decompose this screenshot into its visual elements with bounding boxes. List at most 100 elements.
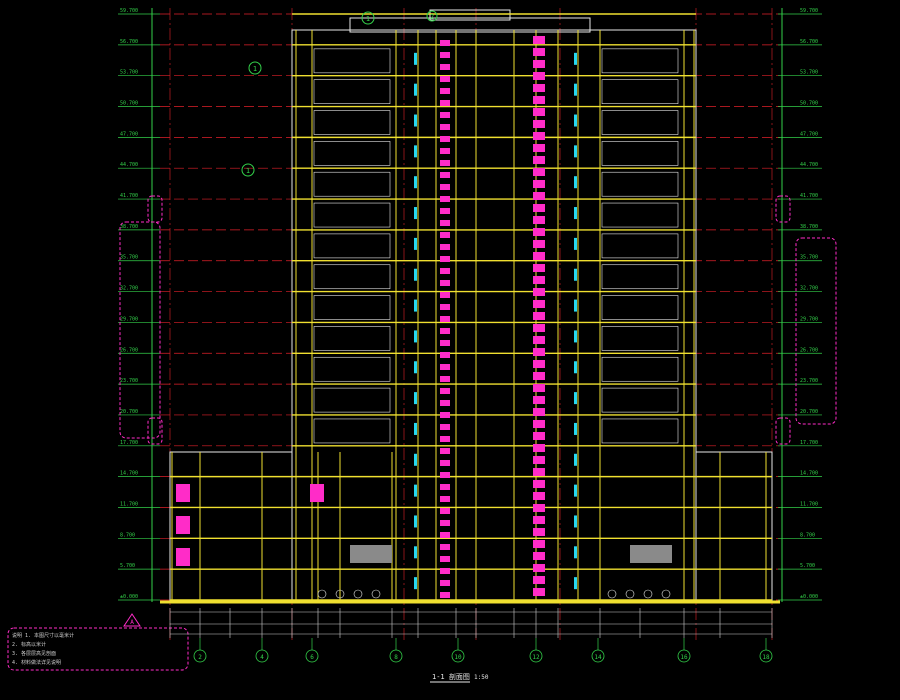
stair-flight bbox=[440, 376, 450, 382]
stair-flight bbox=[533, 180, 545, 188]
stair-flight bbox=[440, 316, 450, 322]
window-opening bbox=[574, 422, 577, 435]
axis-bubble bbox=[759, 649, 773, 663]
stair-flight bbox=[533, 360, 545, 368]
stair-flight bbox=[533, 456, 545, 464]
stair-flight bbox=[533, 156, 545, 164]
window-opening bbox=[414, 361, 417, 374]
stair-flight bbox=[533, 192, 545, 200]
parking-car bbox=[317, 589, 327, 599]
revision-cloud-right-top bbox=[775, 195, 791, 223]
stair-flight bbox=[440, 160, 450, 166]
window-opening bbox=[574, 145, 577, 158]
stair-flight bbox=[533, 480, 545, 488]
roof-parapet bbox=[349, 17, 591, 33]
left-level-label: 59.700 bbox=[120, 8, 138, 14]
window-opening bbox=[574, 207, 577, 220]
left-level-label: 5.700 bbox=[120, 563, 135, 569]
parking-car bbox=[607, 589, 617, 599]
revision-cloud-left-bottom bbox=[147, 417, 163, 445]
right-level-label: 44.700 bbox=[800, 162, 818, 168]
drawing-title: 1-1 剖面图 bbox=[432, 672, 470, 681]
window-opening bbox=[574, 52, 577, 65]
stair-flight bbox=[440, 64, 450, 70]
stair-flight bbox=[533, 204, 545, 212]
revision-clouds bbox=[7, 195, 837, 671]
stair-flight bbox=[440, 484, 450, 490]
stair-flight bbox=[533, 468, 545, 476]
left-level-label: 17.700 bbox=[120, 440, 138, 446]
stair-flight bbox=[533, 252, 545, 260]
stair-flight bbox=[440, 388, 450, 394]
window-opening bbox=[574, 484, 577, 497]
stair-flight bbox=[533, 60, 545, 68]
stair-flight bbox=[533, 504, 545, 512]
stair-flight bbox=[533, 576, 545, 584]
right-level-label: 59.700 bbox=[800, 8, 818, 14]
stair-flight bbox=[176, 484, 190, 502]
right-level-label: ±0.000 bbox=[800, 594, 818, 600]
stair-flight bbox=[440, 280, 450, 286]
stair-flight bbox=[533, 324, 545, 332]
dimension-strings bbox=[169, 608, 773, 638]
window-opening bbox=[574, 237, 577, 250]
room-outline bbox=[313, 141, 391, 166]
left-level-label: 56.700 bbox=[120, 39, 138, 45]
room-outline bbox=[601, 233, 679, 259]
window-opening bbox=[414, 392, 417, 405]
stair-flight bbox=[533, 516, 545, 524]
room-outline bbox=[601, 141, 679, 166]
window-opening bbox=[414, 237, 417, 250]
stair-flight bbox=[533, 36, 545, 44]
notes-cloud bbox=[7, 627, 189, 671]
window-opening bbox=[414, 546, 417, 559]
stair-flight bbox=[533, 144, 545, 152]
stair-flight bbox=[533, 372, 545, 380]
general-notes: 说明 1. 本图尺寸以毫米计 2. 标高以米计 3. 各层层高见剖面 4. 材料… bbox=[12, 632, 74, 666]
window-opening bbox=[574, 83, 577, 96]
room-outline bbox=[313, 48, 391, 74]
stair-flight bbox=[533, 240, 545, 248]
stair-flight bbox=[440, 76, 450, 82]
revision-label: A bbox=[130, 619, 134, 626]
stair-flight bbox=[440, 196, 450, 202]
stair-flight bbox=[533, 72, 545, 80]
parking-car bbox=[661, 589, 671, 599]
axis-bubble bbox=[451, 649, 465, 663]
stair-flight bbox=[440, 100, 450, 106]
stair-flight bbox=[440, 292, 450, 298]
stair-flight bbox=[533, 276, 545, 284]
room-outline bbox=[601, 202, 679, 228]
window-opening bbox=[574, 453, 577, 466]
room-outline bbox=[601, 171, 679, 197]
callout-bubble bbox=[361, 11, 375, 25]
stair-flight bbox=[440, 460, 450, 466]
callout-label: 1 bbox=[366, 15, 370, 23]
stair-flight bbox=[440, 364, 450, 370]
drawing-scale: 1:50 bbox=[474, 674, 489, 681]
stair-flight bbox=[533, 48, 545, 56]
window-opening bbox=[414, 577, 417, 590]
right-level-label: 38.700 bbox=[800, 224, 818, 230]
window-opening bbox=[574, 577, 577, 590]
stair-flight bbox=[533, 84, 545, 92]
window-opening bbox=[414, 268, 417, 281]
room-outline bbox=[313, 79, 391, 104]
left-level-label: ±0.000 bbox=[120, 594, 138, 600]
right-level-label: 20.700 bbox=[800, 409, 818, 415]
stair-flight bbox=[533, 420, 545, 428]
room-outline bbox=[601, 110, 679, 135]
stair-flight bbox=[533, 492, 545, 500]
stair-flight bbox=[440, 544, 450, 550]
room-outline bbox=[601, 79, 679, 104]
stair-flight bbox=[440, 244, 450, 250]
window-opening bbox=[574, 114, 577, 127]
room-outlines bbox=[313, 48, 679, 599]
stair-flight bbox=[533, 348, 545, 356]
axis-bubble bbox=[193, 649, 207, 663]
window-opening bbox=[414, 83, 417, 96]
stair-flight bbox=[440, 532, 450, 538]
stair-flight bbox=[440, 436, 450, 442]
window-opening bbox=[574, 392, 577, 405]
